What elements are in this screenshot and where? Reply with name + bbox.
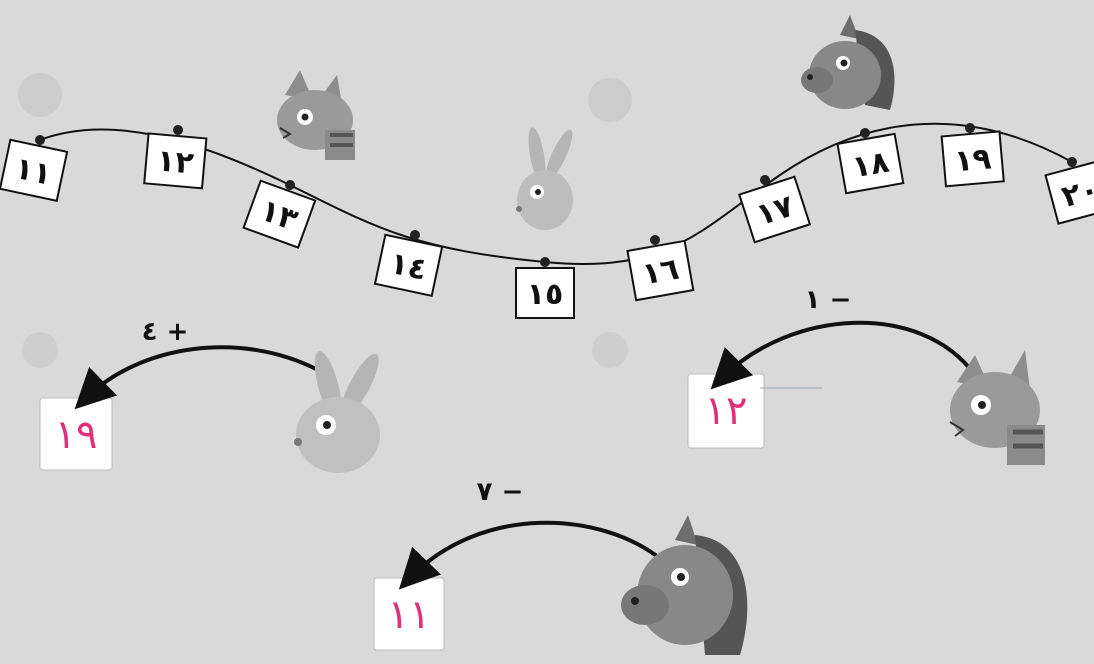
operation-label-rabbit: + ٤ [142,317,189,347]
number-cards: ١١ ١٢ ١٣ ١٤ ١٥ ١٦ ١٧ ١٨ ١٩ ٢٠ [0,123,1094,319]
arrow-cat [710,320,977,390]
number-card-label: ١٨ [850,145,892,186]
number-card-frame [738,175,812,244]
number-card-14: ١٤ [373,230,444,297]
number-card-17: ١٧ [738,175,812,244]
number-card-19: ١٩ [940,123,1005,188]
number-card-11: ١١ [0,135,69,202]
number-card-frame [1044,159,1094,225]
number-card-frame [143,132,208,190]
operation-label-cat: − ١ [805,285,852,315]
rabbit-head [294,351,380,473]
number-card-label: ١٦ [640,252,682,293]
card-pin [540,257,550,267]
number-card-label: ١١ [12,151,55,193]
number-card-frame [940,130,1005,188]
card-pin [1067,157,1077,167]
number-card-frame [242,179,317,249]
number-card-frame [373,233,444,297]
answer-text-rabbit: ١٩ [55,412,98,458]
horse-head-top [801,15,895,110]
card-pin [860,128,870,138]
number-card-label: ١٤ [387,246,430,288]
card-pin [650,235,660,245]
background-texture [18,73,632,368]
card-pin [35,135,45,145]
horse-head [621,515,748,655]
rabbit-head-top [516,127,573,230]
number-card-13: ١٣ [242,179,317,249]
answer-text-horse: ١١ [388,592,431,638]
arrow-horse [398,520,664,590]
cat-head [949,350,1045,465]
card-pin [285,180,295,190]
card-pin [760,175,770,185]
number-card-frame [515,267,575,319]
card-pin [173,125,183,135]
answer-text-cat: ١٢ [705,388,748,434]
arrow-rabbit [74,345,319,410]
number-card-label: ١٩ [953,141,993,179]
card-pin [965,123,975,133]
number-card-frame [626,239,695,302]
number-card-20: ٢٠ [1044,157,1094,225]
number-card-label: ١٢ [155,143,195,181]
number-card-16: ١٦ [626,235,695,302]
number-card-frame [836,132,905,195]
number-card-15: ١٥ [515,257,575,319]
number-card-frame [0,138,69,202]
card-pin [410,230,420,240]
operation-label-horse: − ٧ [477,477,524,507]
number-card-12: ١٢ [143,125,208,190]
cat-head-top [277,70,355,160]
number-card-18: ١٨ [836,128,905,195]
number-card-label: ١٥ [527,277,564,312]
